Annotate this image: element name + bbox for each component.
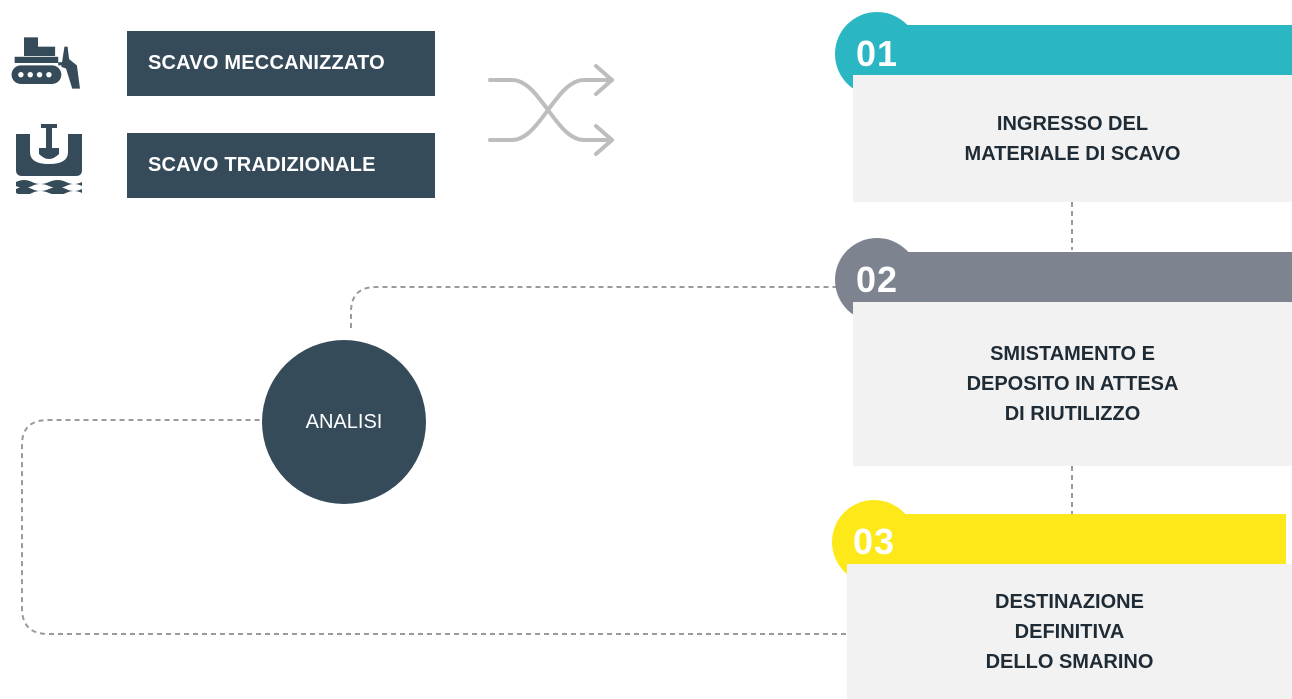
step-2-bar [858, 252, 1292, 302]
bulldozer-icon [11, 37, 80, 89]
step-1-box: INGRESSO DEL MATERIALE DI SCAVO [853, 75, 1292, 202]
analysis-node: ANALISI [262, 340, 426, 504]
source-label-mechanized: SCAVO MECCANIZZATO [127, 31, 435, 96]
step-1-bar [858, 25, 1292, 75]
step-3-box: DESTINAZIONE DEFINITIVA DELLO SMARINO [847, 564, 1292, 699]
connector-analysis-step2 [350, 286, 846, 328]
step-3-text-line-3: DELLO SMARINO [985, 650, 1154, 673]
source-label-traditional: SCAVO TRADIZIONALE [127, 133, 435, 198]
step-1-text-line-2: MATERIALE DI SCAVO [964, 142, 1181, 165]
step-2-text-line-1: SMISTAMENTO E [990, 343, 1155, 365]
shovel-icon [16, 124, 82, 194]
step-2-text-line-3: DI RIUTILIZZO [1004, 403, 1141, 425]
step-1-text-line-1: INGRESSO DEL [996, 112, 1149, 135]
connector-step3-analysis [21, 419, 846, 635]
step-2-box: SMISTAMENTO E DEPOSITO IN ATTESA DI RIUT… [853, 302, 1292, 466]
step-3-bar [852, 514, 1286, 564]
step-3-text-line-2: DEFINITIVA [1014, 620, 1125, 643]
analysis-label: ANALISI [305, 410, 383, 433]
step-3-text-line-1: DESTINAZIONE [995, 590, 1144, 613]
shuffle-arrows-icon [488, 64, 614, 156]
step-2-text-line-2: DEPOSITO IN ATTESA [966, 373, 1179, 395]
